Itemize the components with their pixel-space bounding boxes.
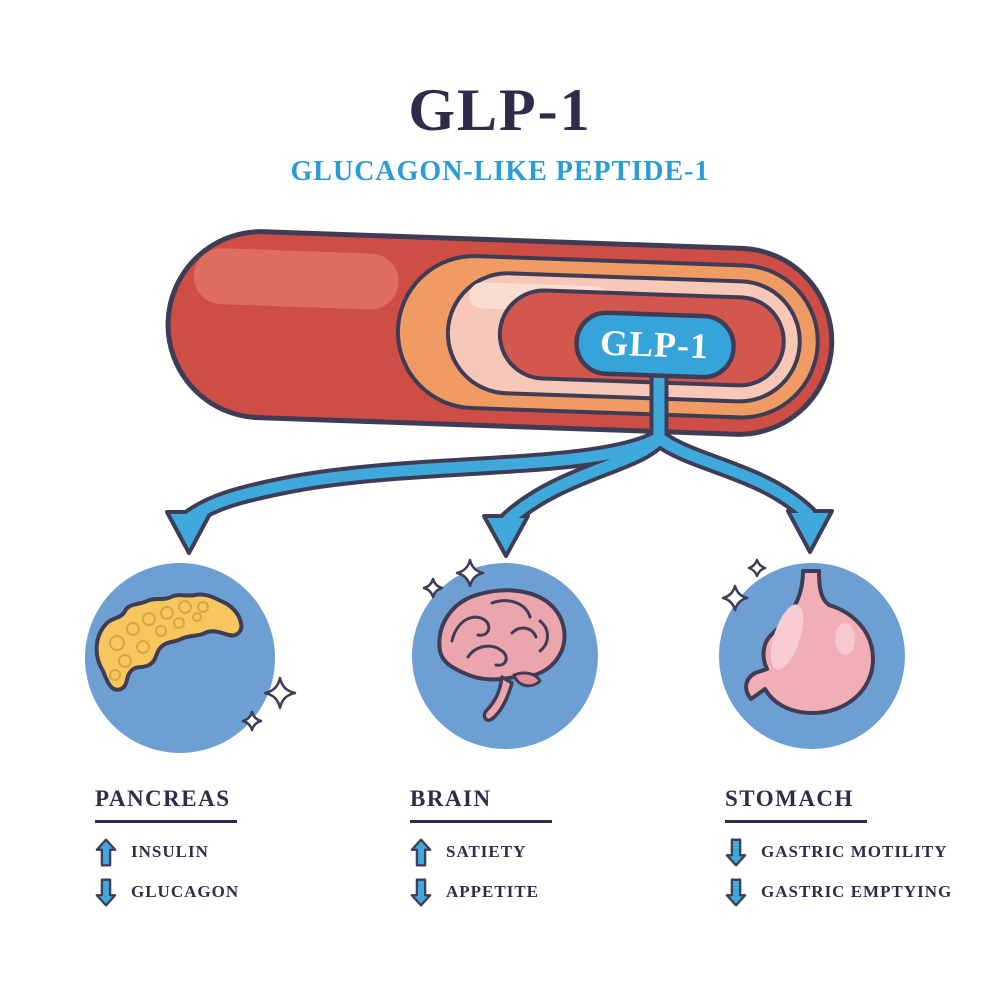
vessel-highlight bbox=[193, 248, 399, 310]
effect-label: APPETITE bbox=[446, 882, 540, 901]
pancreas-icon bbox=[94, 592, 244, 692]
glp1-pill: GLP-1 bbox=[574, 310, 736, 380]
down-arrow-icon bbox=[410, 878, 432, 906]
stomach-illustration bbox=[719, 558, 905, 749]
page-title: GLP-1 bbox=[408, 77, 592, 143]
up-arrow-icon bbox=[95, 838, 117, 866]
effect-row: SATIETY bbox=[410, 836, 526, 868]
pill-label: GLP-1 bbox=[599, 323, 709, 367]
stomach-icon bbox=[744, 569, 875, 715]
effect-row: INSULIN bbox=[95, 836, 209, 868]
organ-name-brain: BRAIN bbox=[410, 786, 492, 811]
down-arrow-icon bbox=[95, 878, 117, 906]
sparkle-icon bbox=[455, 558, 485, 588]
sparkle-icon bbox=[241, 710, 263, 732]
pancreas-illustration bbox=[85, 563, 297, 753]
effect-label: INSULIN bbox=[131, 842, 209, 861]
brain-illustration bbox=[412, 558, 598, 749]
down-arrow-icon bbox=[725, 838, 747, 866]
effect-label: GASTRIC MOTILITY bbox=[761, 842, 948, 861]
effect-row: GASTRIC EMPTYING bbox=[725, 876, 952, 908]
sparkle-icon bbox=[422, 577, 444, 599]
page-subtitle: GLUCAGON-LIKE PEPTIDE-1 bbox=[290, 156, 710, 187]
effect-row: APPETITE bbox=[410, 876, 539, 908]
down-arrow-icon bbox=[725, 878, 747, 906]
sparkle-icon bbox=[721, 584, 749, 612]
effect-label: SATIETY bbox=[446, 842, 527, 861]
name-underline bbox=[95, 820, 237, 823]
sparkle-icon bbox=[263, 676, 297, 710]
name-underline bbox=[410, 820, 552, 823]
organ-name-stomach: STOMACH bbox=[725, 786, 854, 811]
sparkle-icon bbox=[747, 558, 767, 578]
brain-icon bbox=[437, 588, 567, 722]
effect-row: GLUCAGON bbox=[95, 876, 239, 908]
effect-row: GASTRIC MOTILITY bbox=[725, 836, 948, 868]
vessel-illustration: GLP-1 bbox=[165, 229, 835, 558]
blood-vessel bbox=[165, 229, 835, 437]
effect-label: GLUCAGON bbox=[131, 882, 240, 901]
effect-label: GASTRIC EMPTYING bbox=[761, 882, 953, 901]
up-arrow-icon bbox=[410, 838, 432, 866]
name-underline bbox=[725, 820, 867, 823]
branch-arrows bbox=[165, 356, 834, 558]
organ-name-pancreas: PANCREAS bbox=[95, 786, 231, 811]
